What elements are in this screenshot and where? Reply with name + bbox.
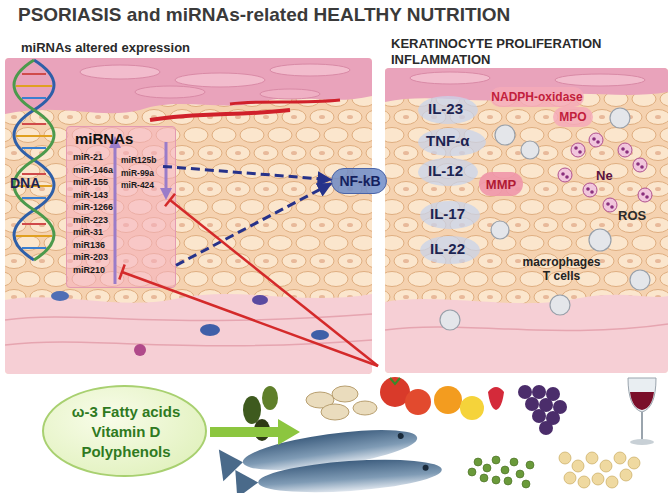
node-label: MMP — [479, 177, 523, 193]
right-panel: KERATINOCYTE PROLIFERATION INFLAMMATION N… — [383, 36, 670, 374]
diagram-title: PSORIASIS and miRNAs-related HEALTHY NUT… — [18, 3, 510, 26]
inhibition-lines — [119, 194, 378, 366]
node-label: ω-3 Fatty acids Vitamin D Polyphenols — [61, 402, 191, 462]
node-label: MPO — [553, 110, 593, 124]
enzyme-blob: NADPH-oxidase — [490, 87, 584, 107]
node-label: miRNAs altered expression — [21, 40, 190, 56]
annotation-label: IL-22 — [430, 240, 465, 258]
mirna-down-list: miR125b miR-99a miR-424 — [121, 151, 163, 195]
left-skin — [5, 58, 372, 374]
annotation-label: IL-12 — [428, 162, 463, 180]
annotation-label: TNF-α — [426, 132, 469, 150]
annotation-label: DNA — [10, 175, 40, 192]
node-label: NF-kB — [332, 173, 388, 190]
node-list: miR-21 miR-146a miR-155 miR-143 miR-1266… — [73, 151, 119, 276]
annotation-label: macrophages T cells — [520, 255, 603, 283]
enzyme-blob: MMP — [479, 172, 523, 196]
green-arrow — [210, 419, 300, 445]
dashed-arrow — [176, 184, 331, 266]
node-label: miRNAs — [75, 130, 133, 148]
annotation-label: IL-17 — [430, 205, 465, 223]
enzyme-blob: MPO — [553, 107, 593, 127]
node-label: KERATINOCYTE PROLIFERATION INFLAMMATION — [391, 36, 631, 68]
left-panel: miRNAs altered expression miRNAs miR-21 mi… — [3, 38, 373, 374]
annotation-label: IL-23 — [428, 100, 463, 118]
food-illustration — [219, 377, 656, 493]
annotation-label: Ne — [596, 168, 613, 184]
mirna-box: miRNAs miR-21 miR-146a miR-155 miR-143 mi… — [66, 126, 176, 288]
node-label: NADPH-oxidase — [490, 90, 584, 104]
nutrient-oval: ω-3 Fatty acids Vitamin D Polyphenols — [42, 385, 207, 477]
annotation-label: ROS — [618, 208, 646, 224]
nfkb-blob: NF-kB — [331, 168, 387, 194]
node-label: miR125b miR-99a miR-424 — [121, 154, 163, 192]
right-skin — [385, 68, 668, 373]
dashed-arrow — [163, 166, 331, 179]
